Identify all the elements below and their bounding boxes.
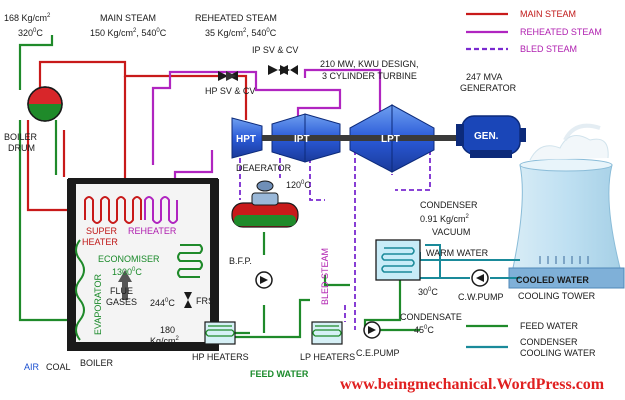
- bfp-label: B.F.P.: [229, 256, 252, 266]
- main-steam-pipes: [26, 60, 248, 212]
- fw-pressure-2: Kg/cm2: [150, 336, 180, 346]
- deaerator: [231, 180, 299, 228]
- condenser-vacuum-1: 0.91 Kg/cm2: [420, 214, 470, 224]
- economiser-coil: [177, 244, 203, 278]
- gen-label: GEN.: [474, 131, 499, 142]
- reheater-label: REHEATER: [128, 226, 177, 236]
- hp-valve-label: HP SV & CV: [205, 86, 255, 96]
- flue-label-2: GASES: [106, 297, 137, 307]
- ce-pump-label: C.E.PUMP: [356, 348, 400, 358]
- bfp-pump: [255, 271, 273, 289]
- evaporator-coil: [75, 239, 85, 341]
- cond-water-temp: 300C: [418, 287, 438, 297]
- frs-valve: [184, 292, 192, 308]
- super-heater-label-1: SUPER: [86, 226, 118, 236]
- legend-condenser-cooling-2: COOLING WATER: [520, 348, 596, 358]
- condensate-label-2: 450C: [414, 325, 434, 335]
- cooling-tower-spray: [539, 256, 589, 264]
- boiler-drum-label-1: BOILER: [4, 132, 38, 142]
- boiler-label: BOILER: [80, 358, 114, 368]
- cw-pump: [471, 269, 489, 287]
- ipt-label: IPT: [294, 134, 310, 145]
- legend-reheated-steam: REHEATED STEAM: [520, 27, 602, 37]
- cooled-water-label: COOLED WATER: [516, 275, 589, 285]
- condenser: [375, 239, 421, 281]
- ip-sv-cv-valve: [268, 65, 298, 75]
- legend-feed-water: FEED WATER: [520, 321, 578, 331]
- flue-arrow: [118, 270, 132, 300]
- evaporator-label: EVAPORATOR: [93, 273, 103, 335]
- turbine-desc-1: 210 MW, KWU DESIGN,: [320, 59, 419, 69]
- reheated-title: REHEATED STEAM: [195, 13, 277, 23]
- lp-heater: [311, 321, 343, 345]
- legend-lines: [466, 12, 508, 349]
- drum-pressure: 168 Kg/cm2: [4, 13, 51, 23]
- hp-heaters-label: HP HEATERS: [192, 352, 249, 362]
- condenser-label: CONDENSER: [420, 200, 478, 210]
- hp-turbine: [231, 117, 263, 159]
- condensate-label-1: CONDENSATE: [400, 312, 462, 322]
- generator: [456, 115, 526, 158]
- coal-label: COAL: [46, 362, 71, 372]
- legend-condenser-cooling-1: CONDENSER: [520, 337, 578, 347]
- bled-steam-vertical-label: BLED STEAM: [320, 248, 330, 305]
- hpt-label: HPT: [236, 134, 256, 145]
- reheated-conditions: 35 Kg/cm2, 5400C: [205, 28, 277, 38]
- flue-label-1: FLUE: [110, 286, 133, 296]
- generator-desc-2: GENERATOR: [460, 83, 517, 93]
- economiser-label: ECONOMISER: [98, 254, 160, 264]
- lp-heaters-label: LP HEATERS: [300, 352, 355, 362]
- condenser-vacuum-2: VACUUM: [432, 227, 470, 237]
- super-heater-coil: [84, 196, 142, 224]
- legend-bled-steam: BLED STEAM: [520, 44, 577, 54]
- warm-water-label: WARM WATER: [426, 248, 489, 258]
- fw-temp: 2440C: [150, 298, 175, 308]
- deaerator-label: DEAERATOR: [236, 163, 292, 173]
- website-url: www.beingmechanical.WordPress.com: [340, 376, 605, 393]
- ce-pump: [363, 321, 381, 339]
- boiler-structure: [67, 178, 219, 351]
- cooling-tower-label: COOLING TOWER: [518, 291, 596, 301]
- furnace-temp: 13000C: [112, 267, 142, 277]
- fw-pressure-1: 180: [160, 325, 175, 335]
- air-label: AIR: [24, 362, 40, 372]
- turbine-shaft: [262, 135, 490, 141]
- feed-water-label: FEED WATER: [250, 369, 309, 379]
- super-heater-label-2: HEATER: [82, 237, 118, 247]
- boiler-drum: [27, 86, 63, 122]
- turbine-desc-2: 3 CYLINDER TURBINE: [322, 71, 417, 81]
- hp-sv-cv-valve: [218, 71, 238, 81]
- lpt-label: LPT: [381, 134, 400, 145]
- main-steam-conditions: 150 Kg/cm2, 5400C: [90, 28, 167, 38]
- drum-temp: 3200C: [18, 28, 43, 38]
- legend-main-steam: MAIN STEAM: [520, 9, 576, 19]
- frs-label: FRS: [196, 296, 214, 306]
- boiler-drum-label-2: DRUM: [8, 143, 35, 153]
- ip-valve-label: IP SV & CV: [252, 45, 298, 55]
- deaerator-temp: 1200C: [286, 180, 311, 190]
- reheater-coil: [144, 196, 178, 224]
- generator-desc-1: 247 MVA: [466, 72, 502, 82]
- cw-pump-label: C.W.PUMP: [458, 292, 504, 302]
- hp-heater: [204, 321, 236, 345]
- main-steam-title: MAIN STEAM: [100, 13, 156, 23]
- reheated-steam-pipes: [151, 68, 382, 183]
- cooling-tower: [508, 123, 625, 289]
